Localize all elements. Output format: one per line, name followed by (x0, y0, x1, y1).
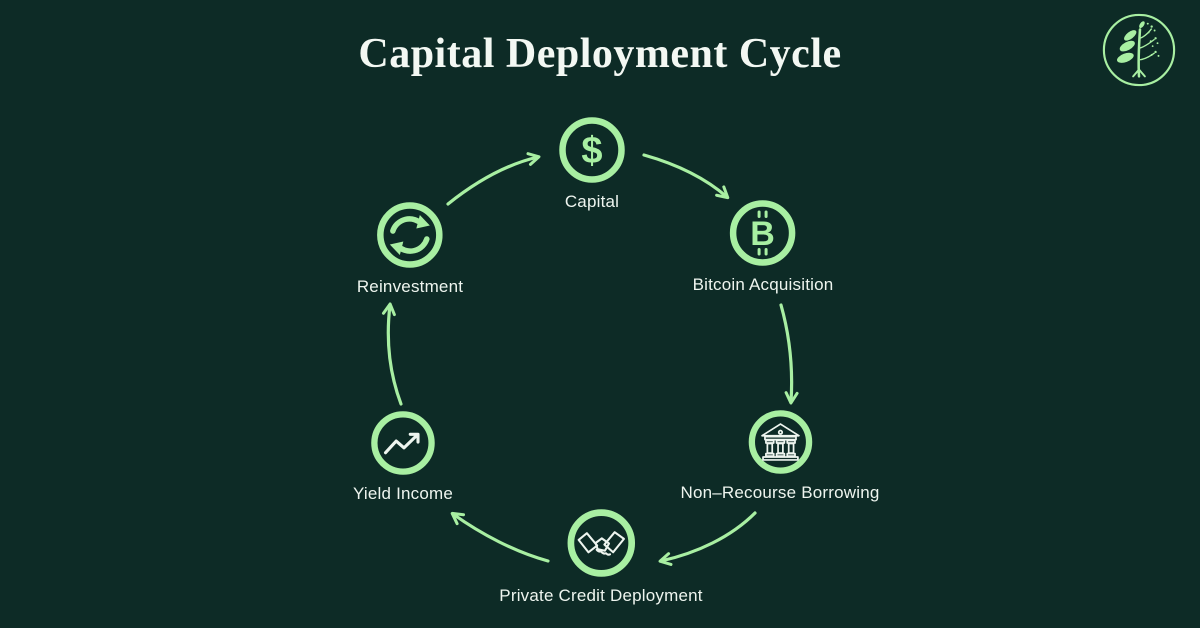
growth-chart-icon (371, 411, 435, 475)
cycle-node-yield-income: Yield Income (353, 411, 453, 504)
node-label: Bitcoin Acquisition (692, 275, 834, 294)
tree-logo-icon (1102, 13, 1176, 87)
brand-logo (1100, 11, 1178, 94)
cycle-node-non-recourse-borrowing: Non–Recourse Borrowing (680, 410, 879, 503)
node-label: Capital (564, 192, 620, 211)
cycle-node-capital: $ Capital (559, 117, 625, 212)
cycle-node-bitcoin-acquisition: B Bitcoin Acquisition (693, 200, 834, 295)
arrow-bitcoin-to-borrowing (779, 303, 799, 405)
node-label: Private Credit Deployment (499, 586, 703, 605)
bitcoin-icon: B (730, 200, 796, 266)
arrow-capital-to-bitcoin (642, 153, 730, 200)
node-label: Yield Income (352, 484, 454, 503)
arrow-yield-to-reinvestment (381, 302, 403, 406)
svg-text:$: $ (581, 130, 602, 172)
cycle-node-private-credit-deployment: Private Credit Deployment (499, 509, 703, 606)
page-title: Capital Deployment Cycle (358, 31, 842, 77)
cycle-node-reinvestment: Reinvestment (357, 202, 463, 297)
arrow-deployment-to-yield (450, 511, 550, 563)
refresh-icon (377, 202, 443, 268)
handshake-icon (567, 509, 635, 577)
dollar-icon: $ (559, 117, 625, 183)
svg-text:B: B (751, 215, 776, 253)
node-label: Non–Recourse Borrowing (680, 483, 880, 502)
arrow-borrowing-to-deployment (658, 511, 757, 566)
arrow-reinvestment-to-capital (446, 152, 541, 206)
bank-icon (748, 410, 812, 474)
node-label: Reinvestment (356, 277, 464, 296)
